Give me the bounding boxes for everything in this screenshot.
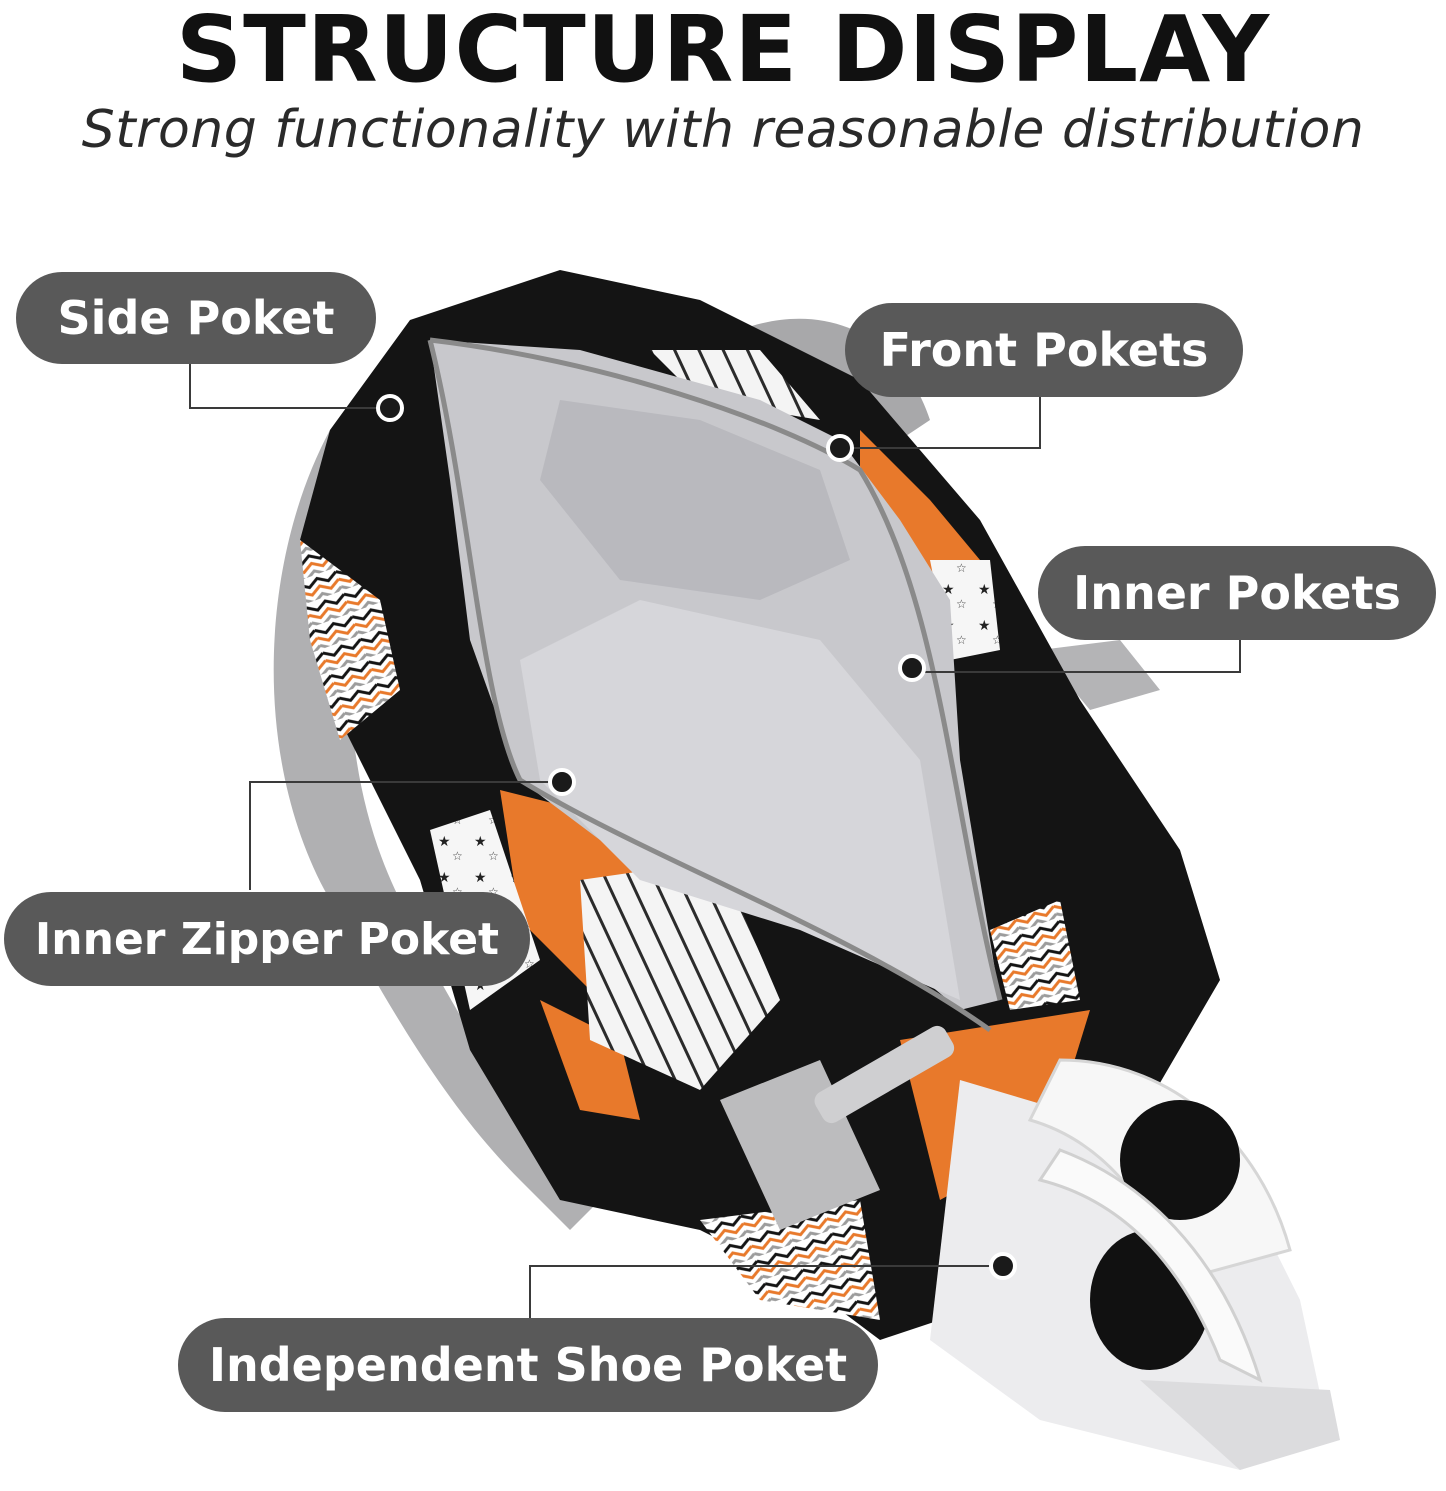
shoe-compartment [930, 1058, 1340, 1470]
bag-lining [427, 337, 1003, 1033]
callout-connectors [189, 360, 1241, 1318]
connector-inner-pokets [912, 638, 1241, 673]
dot-side-poket [376, 394, 404, 422]
connector-inner-zipper [249, 781, 562, 890]
label-side-poket: Side Poket [16, 272, 376, 364]
strap-left [273, 430, 600, 1230]
label-front-pokets: Front Pokets [845, 303, 1243, 397]
connector-side-poket [189, 360, 390, 409]
label-inner-pokets: Inner Pokets [1038, 546, 1436, 640]
dot-inner-pokets [898, 654, 926, 682]
shoulder-pad [720, 1025, 955, 1230]
connector-front-pokets [840, 396, 1041, 449]
dot-inner-zipper [548, 768, 576, 796]
label-inner-zipper-poket: Inner Zipper Poket [4, 892, 530, 986]
callout-dots [376, 394, 1017, 1280]
dot-shoe-poket [989, 1252, 1017, 1280]
label-independent-shoe-poket: Independent Shoe Poket [178, 1318, 878, 1412]
dot-front-pokets [826, 434, 854, 462]
page-title: STRUCTURE DISPLAY [175, 0, 1271, 103]
page-subtitle: Strong functionality with reasonable dis… [81, 100, 1365, 160]
connector-shoe-poket [529, 1265, 1003, 1318]
